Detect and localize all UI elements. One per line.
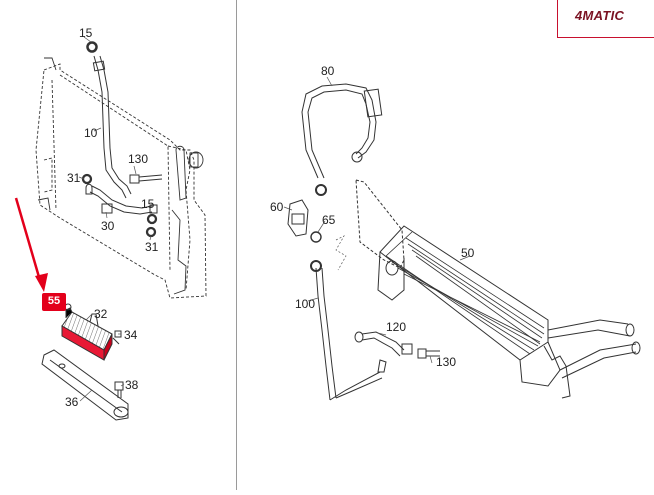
- callout-60: 60: [270, 200, 284, 214]
- bolt-34: [112, 330, 122, 345]
- callout-labels: 15 10 130 31 15 30 31 32 34 38 36 80 60 …: [65, 26, 475, 409]
- callout-34: 34: [124, 328, 138, 342]
- seal-65: [310, 231, 322, 243]
- callout-15-lower: 15: [141, 197, 155, 211]
- callout-30: 30: [101, 219, 115, 233]
- panel-divider: [236, 0, 237, 490]
- callout-65: 65: [322, 213, 336, 227]
- trans-cooler-50: [355, 179, 641, 399]
- hose-30: [85, 183, 158, 215]
- callout-120: 120: [386, 320, 406, 334]
- oil-cooler-55: [61, 303, 113, 361]
- drivetrain-badge: 4MATIC: [557, 0, 654, 38]
- callout-130-right: 130: [436, 355, 456, 369]
- pipe-80: [301, 83, 383, 196]
- callout-36: 36: [65, 395, 79, 409]
- callout-80: 80: [321, 64, 335, 78]
- callout-32: 32: [94, 307, 108, 321]
- radiator-drawing: [35, 57, 207, 299]
- bracket-36: [41, 349, 129, 421]
- pipe-120: [354, 331, 413, 373]
- bolt-130-right: [417, 348, 440, 359]
- highlighted-part-label: 55: [47, 295, 61, 307]
- highlighted-part-callout[interactable]: 55: [42, 293, 66, 311]
- callout-31-lower: 31: [145, 240, 159, 254]
- badge-text: 4MATIC: [575, 8, 625, 23]
- callout-15-top: 15: [79, 26, 93, 40]
- oring-15-top: [86, 41, 98, 53]
- bolt-38: [114, 381, 124, 398]
- callout-100: 100: [295, 297, 315, 311]
- hose-10: [92, 55, 132, 199]
- callout-50: 50: [461, 246, 475, 260]
- indicator-arrow: [14, 197, 48, 292]
- bracket-60: [287, 199, 309, 237]
- callout-38: 38: [125, 378, 139, 392]
- leader-lines: [78, 36, 471, 402]
- callout-10: 10: [84, 126, 98, 140]
- callout-130-left: 130: [128, 152, 148, 166]
- bolt-130-left: [129, 174, 163, 184]
- callout-31-upper: 31: [67, 171, 81, 185]
- pipe-100: [310, 260, 383, 401]
